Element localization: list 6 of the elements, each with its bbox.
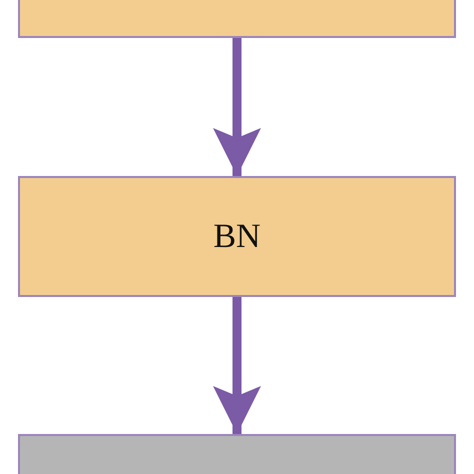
process-box <box>18 0 456 38</box>
process-box <box>18 176 456 297</box>
arrow <box>213 38 261 176</box>
process-box <box>18 434 456 474</box>
arrow <box>213 297 261 434</box>
box-label: BN <box>213 218 261 256</box>
